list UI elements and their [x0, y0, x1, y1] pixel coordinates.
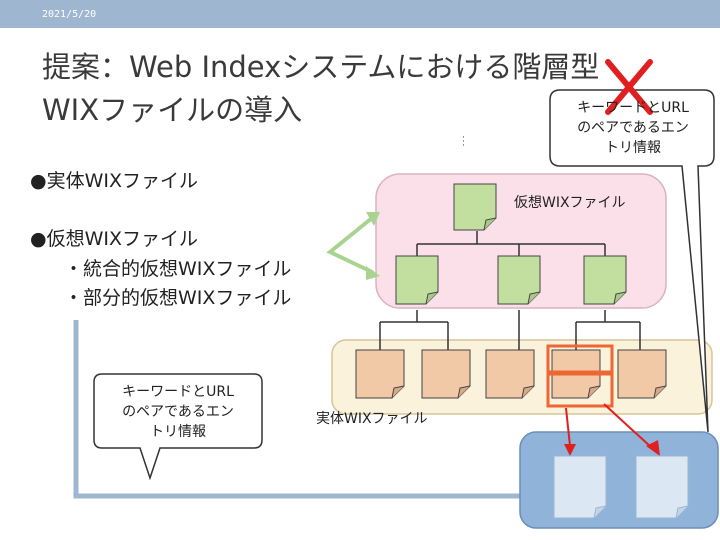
- double-arrow-icon: [326, 216, 374, 274]
- slide-title: 提案：Web Indexシステムにおける階層型 WIXファイルの導入: [42, 46, 702, 132]
- arrowhead: [366, 212, 380, 226]
- entry-highlight-box: [546, 372, 614, 408]
- cross-icon: [605, 59, 653, 115]
- real-wix-file: [355, 349, 405, 399]
- slide-date: 2021/5/20: [42, 9, 97, 20]
- arrowhead: [366, 266, 380, 280]
- real-wix-file: [617, 349, 667, 399]
- connector-line: [73, 320, 528, 499]
- bullet-virtual-wix: ●仮想WIXファイル: [30, 228, 198, 250]
- title-line-2: WIXファイルの導入: [42, 93, 303, 127]
- left-callout-bubble: [93, 373, 263, 481]
- sub-integrated-virtual: ・統合的仮想WIXファイル: [64, 258, 292, 280]
- real-wix-file: [485, 349, 535, 399]
- top-bar: [0, 0, 720, 28]
- tree-lines: [379, 231, 641, 350]
- virtual-wix-file: [453, 183, 497, 231]
- left-callout-text: キーワードとURL のペアであるエン トリ情報: [122, 384, 234, 440]
- entry-file: [553, 455, 607, 519]
- bullet-real-wix: ●実体WIXファイル: [30, 170, 198, 192]
- entry-file: [635, 455, 689, 519]
- virtual-wix-file: [583, 255, 627, 305]
- real-wix-file: [421, 349, 471, 399]
- virtual-wix-file: [395, 255, 439, 305]
- entry-arrows: [565, 403, 653, 449]
- top-callout-text: キーワードとURL のペアであるエン トリ情報: [577, 100, 689, 156]
- real-wix-label: 実体WIXファイル: [316, 411, 428, 427]
- entry-highlight-box: [546, 344, 614, 374]
- arrowhead: [564, 444, 576, 456]
- ellipsis-mark: ···: [462, 133, 465, 151]
- top-callout-bubble: [549, 89, 715, 433]
- virtual-wix-label: 仮想WIXファイル: [514, 195, 626, 211]
- title-line-1: 提案：Web Indexシステムにおける階層型: [42, 50, 600, 84]
- sub-partial-virtual: ・部分的仮想WIXファイル: [64, 287, 292, 309]
- virtual-wix-file: [497, 255, 541, 305]
- arrowhead: [646, 440, 660, 456]
